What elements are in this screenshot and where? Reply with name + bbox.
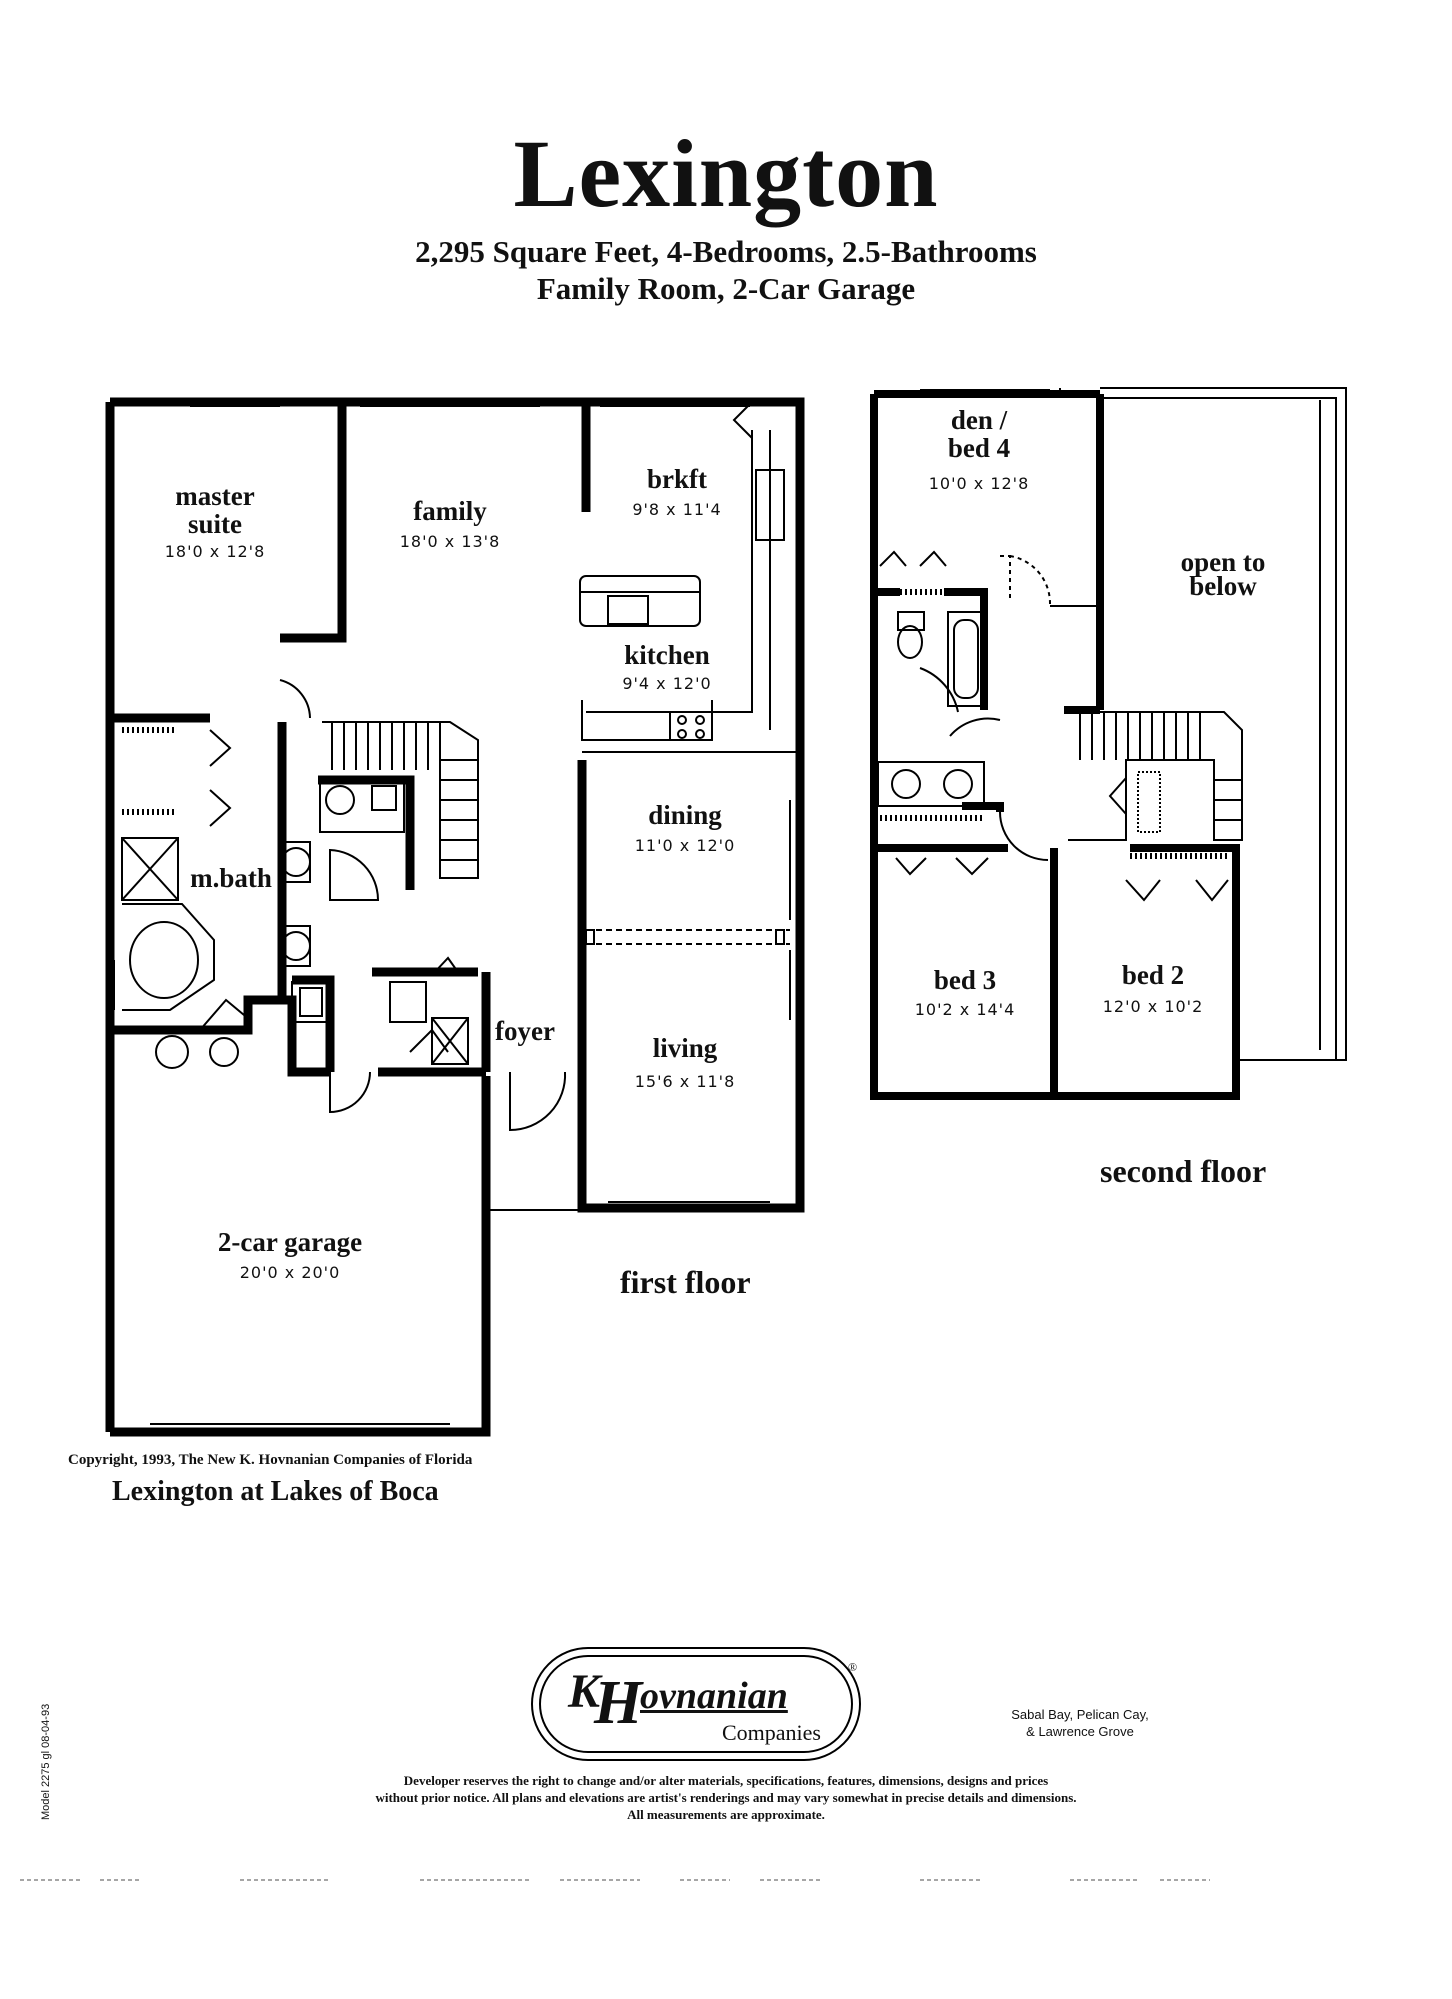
room-foyer-label: foyer (495, 1016, 555, 1046)
room-living-label: living (652, 1033, 718, 1063)
room-garage-dims: 20'0 x 20'0 (239, 1263, 341, 1282)
room-den-bed4-label: den / bed 4 (947, 405, 1011, 463)
room-master-suite-label: master suite (175, 481, 255, 539)
room-brkft-label: brkft (647, 464, 707, 494)
room-bed3-label: bed 3 (933, 965, 997, 995)
plan-subtitle-line2: Family Room, 2-Car Garage (536, 271, 916, 306)
hovnanian-logo (531, 1647, 861, 1761)
logo-registered-mark: ® (848, 1660, 858, 1674)
room-family-label: family (413, 496, 487, 526)
first-floor-label: first floor (620, 1264, 751, 1300)
room-brkft-dims: 9'8 x 11'4 (632, 500, 722, 519)
logo-h-letter: H (594, 1669, 643, 1737)
room-dining-dims: 11'0 x 12'0 (634, 836, 736, 855)
logo-wordmark: ovnanian (640, 1675, 788, 1717)
copyright-notice: Copyright, 1993, The New K. Hovnanian Co… (68, 1452, 473, 1468)
room-dining-label: dining (648, 800, 722, 830)
room-master-suite-dims: 18'0 x 12'8 (164, 542, 266, 561)
room-bed3-dims: 10'2 x 14'4 (914, 1000, 1016, 1019)
room-open-to-below-label: open to below (1180, 547, 1266, 601)
second-floor-label: second floor (1100, 1153, 1267, 1189)
disclaimer-line3: All measurements are approximate. (627, 1807, 825, 1822)
plan-title: Lexington (513, 120, 939, 227)
room-bed2-label: bed 2 (1121, 960, 1185, 990)
room-garage-label: 2-car garage (217, 1227, 363, 1257)
logo-k-letter: K (568, 1665, 600, 1718)
community-name: Lexington at Lakes of Boca (112, 1476, 439, 1507)
first-floor-walls (105, 397, 805, 1437)
room-living-dims: 15'6 x 11'8 (634, 1072, 736, 1091)
margin-model-code: Model 2275 gl 08-04-93 (40, 1703, 52, 1820)
room-family-dims: 18'0 x 13'8 (399, 532, 501, 551)
plan-subtitle-line1: 2,295 Square Feet, 4-Bedrooms, 2.5-Bathr… (415, 234, 1037, 269)
room-kitchen-dims: 9'4 x 12'0 (622, 674, 712, 693)
second-floor-walls (870, 390, 1240, 1100)
sales-communities: Sabal Bay, Pelican Cay, & Lawrence Grove (1011, 1707, 1149, 1739)
disclaimer-line2: without prior notice. All plans and elev… (375, 1790, 1077, 1805)
room-master-bath-label: m.bath (190, 863, 272, 893)
disclaimer-line1: Developer reserves the right to change a… (403, 1773, 1049, 1788)
room-kitchen-label: kitchen (624, 640, 710, 670)
room-den-bed4-dims: 10'0 x 12'8 (928, 474, 1030, 493)
logo-companies: Companies (722, 1720, 821, 1745)
room-bed2-dims: 12'0 x 10'2 (1102, 997, 1204, 1016)
